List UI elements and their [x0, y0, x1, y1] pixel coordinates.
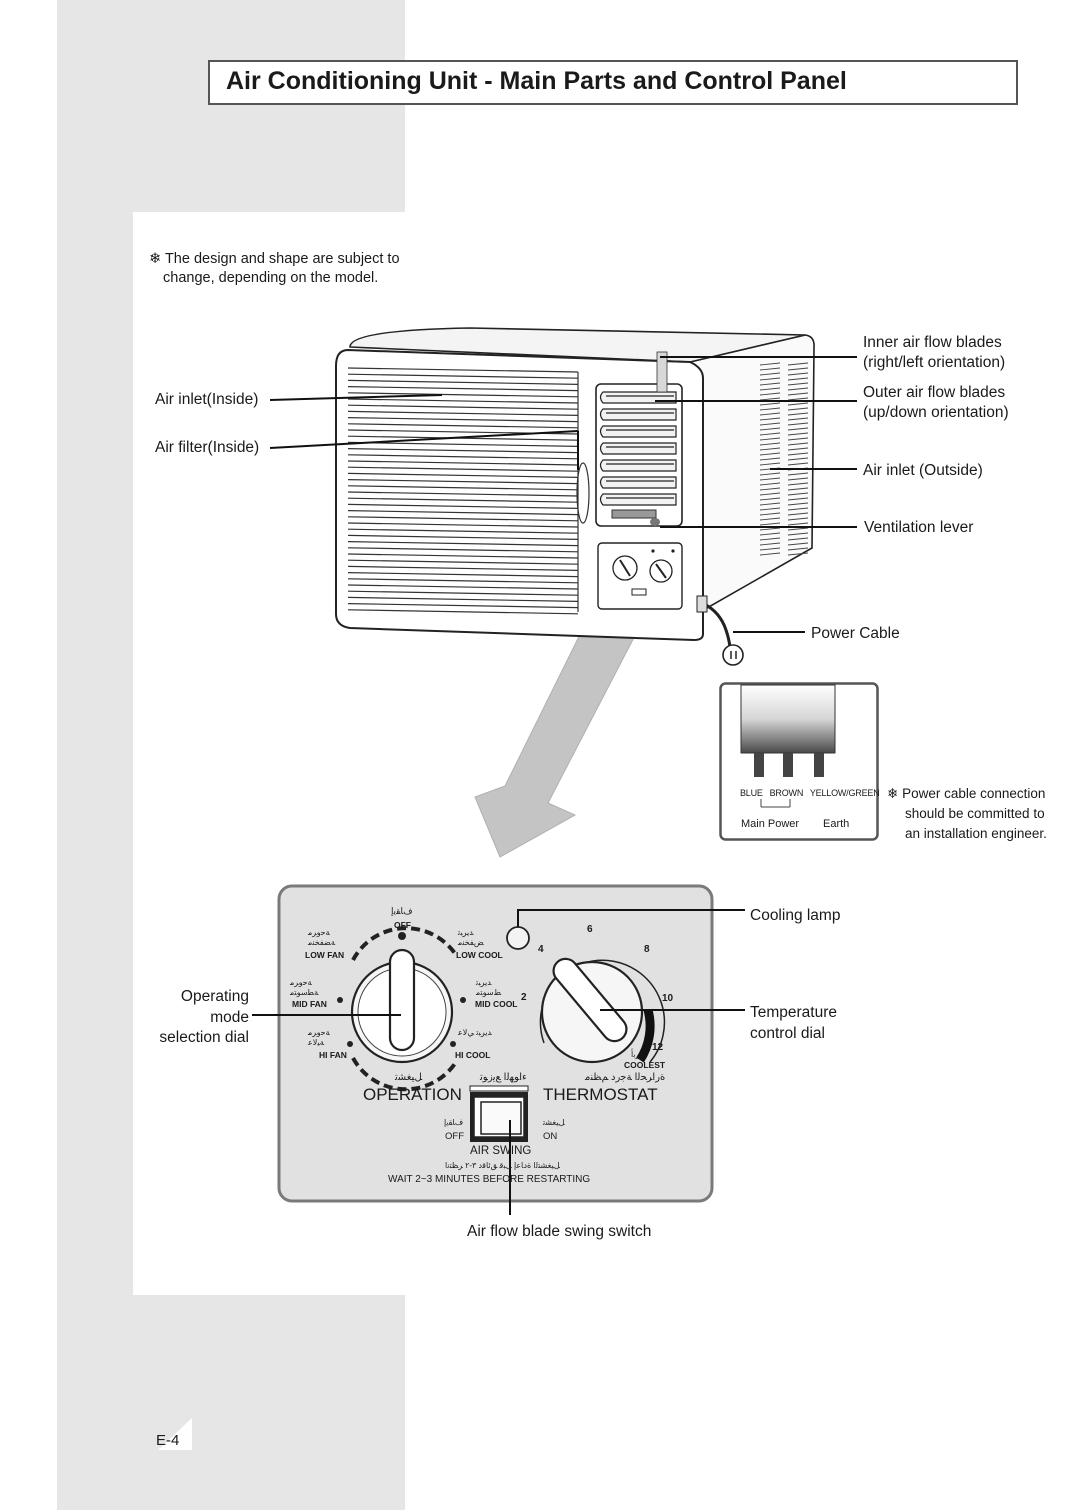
thermostat-tick-12: 12 [652, 1042, 664, 1053]
arabic-wait-label: ﻞﻴﻐﺸﺘﻟﺍ ﺓﺩﺎﻋﺇ ﻞﺒﻗ ﻖﺋﺎﻗﺩ ٣-٢ ﺮﻈﺘﻧﺍ [445, 1161, 560, 1170]
arabic-switch-off-label: ﻑﺎﻘﻳﺇ [444, 1118, 464, 1127]
wire-earth-label: YELLOW/GREEN [809, 788, 880, 798]
label-outer-blades: Outer air flow blades (up/down orientati… [863, 384, 1009, 421]
thermostat-tick-4: 4 [538, 944, 544, 955]
fan-icons [337, 997, 466, 1047]
label-power-cable: Power Cable [811, 625, 900, 642]
front-grille [347, 367, 579, 615]
title-box [208, 60, 1018, 105]
coolest-label: COOLEST [624, 1060, 666, 1070]
background-band-top [57, 0, 405, 212]
arrow-to-panel [474, 597, 641, 858]
main-power-label: Main Power [741, 818, 800, 830]
mid-cool-label: MID COOL [475, 999, 518, 1009]
arabic-operation-label: ﻞﻴﻐﺸﺗ [395, 1072, 423, 1083]
arabic-air-distribution-label: ﺀﺍﻮﻬﻟﺍ ﻊﻳﺯﻮﺗ [480, 1072, 527, 1083]
label-cooling-lamp: Cooling lamp [750, 907, 841, 924]
label-temperature-dial: Temperature control dial [750, 1004, 838, 1042]
thermostat-tick-6: 6 [587, 924, 593, 935]
background-band-left [57, 212, 133, 1295]
cooling-lamp [506, 926, 530, 950]
thermostat-label: THERMOSTAT [543, 1085, 658, 1104]
wire-labels: BLUE BROWN YELLOW/GREEN [740, 788, 880, 798]
switch-on-label: ON [543, 1131, 558, 1142]
plug-pin-blue [754, 753, 764, 777]
background-band-bottom [57, 1295, 405, 1510]
side-air-inlet-louvres [759, 362, 809, 556]
label-air-filter-inside: Air filter(Inside) [155, 439, 260, 456]
page-number: E-4 [156, 1432, 180, 1449]
plug-body [740, 684, 836, 754]
inner-air-flow-blades [656, 351, 668, 393]
wire-brown-label: BROWN [769, 788, 804, 798]
arabic-switch-on-label: ﻞﻴﻐﺸﺗ [543, 1118, 565, 1127]
thermostat-tick-2: 2 [521, 992, 527, 1003]
snowflake-icon: ❄ [149, 251, 162, 267]
cabinet-top [349, 327, 806, 363]
label-ventilation-lever: Ventilation lever [864, 519, 974, 536]
arabic-low-cool-label: ﺪﻳﺮﺒﺗ ﺾﻔﺨﻨﻣ [458, 928, 484, 947]
outer-air-flow-blades [599, 391, 677, 506]
cabinet-side [689, 334, 815, 614]
plug-pin-earth [814, 753, 824, 777]
off-label: OFF [394, 920, 411, 930]
label-air-inlet-inside: Air inlet(Inside) [155, 391, 259, 408]
design-note: ❄ The design and shape are subject to ch… [149, 250, 400, 288]
arabic-low-fan-label: ﺔﺣﻭﺮﻣ ﺔﻀﻔﺨﻨﻣ [308, 928, 336, 947]
design-note-line-2: change, depending on the model. [163, 270, 379, 286]
label-air-inlet-outside: Air inlet (Outside) [863, 462, 983, 479]
hi-cool-label: HI COOL [455, 1050, 491, 1060]
mid-fan-label: MID FAN [292, 999, 327, 1009]
snowflake-icon: ❄ [887, 786, 899, 801]
low-fan-label: LOW FAN [305, 950, 345, 960]
temperature-dial-knob [552, 957, 628, 1043]
label-swing-switch: Air flow blade swing switch [467, 1223, 652, 1240]
plug-pin-brown [783, 753, 793, 777]
operating-dial-knob [388, 948, 416, 1052]
thermostat-tick-10: 10 [662, 993, 674, 1004]
plug-detail [719, 682, 879, 841]
design-note-line-1: The design and shape are subject to [164, 251, 400, 267]
arabic-hi-cool-label: ﺪﻳﺮﺒﺗ ﻲﻟﺎﻋ [458, 1028, 492, 1037]
arabic-thermostat-label: ﺓﺭﺍﺮﺤﻟﺍ ﺔﺟﺭﺩ ﻢﻈﻨﻣ [585, 1072, 666, 1083]
air-swing-label: AIR SWING [470, 1145, 532, 1157]
arabic-off-label: ﻑﺎﻘﻳﺇ [391, 906, 413, 916]
operation-label: OPERATION [363, 1085, 462, 1104]
thermostat-tick-8: 8 [644, 944, 650, 955]
label-operating-mode-dial: Operating mode selection dial [159, 988, 249, 1046]
power-cable-note: ❄ Power cable connection should be commi… [887, 786, 1047, 841]
hi-fan-label: HI FAN [319, 1050, 347, 1060]
arabic-coolest-label: ﺩﺮﺑﺃ [631, 1050, 644, 1059]
arabic-mid-cool-label: ﺪﻳﺮﺒﺗ ﻂﺳﻮﺘﻣ [476, 978, 502, 997]
label-inner-blades: Inner air flow blades (right/left orient… [863, 334, 1006, 371]
page-title: Air Conditioning Unit - Main Parts and C… [226, 67, 847, 95]
low-cool-label: LOW COOL [456, 950, 503, 960]
page-number-triangle [158, 1418, 192, 1450]
arabic-mid-fan-label: ﺔﺣﻭﺮﻣ ﺔﻄﺳﻮﺘﻣ [290, 978, 319, 997]
earth-label: Earth [823, 818, 850, 830]
ventilation-lever [611, 509, 657, 519]
wait-label: WAIT 2~3 MINUTES BEFORE RESTARTING [388, 1174, 591, 1185]
switch-off-label: OFF [445, 1131, 464, 1142]
arabic-hi-fan-label: ﺔﺣﻭﺮﻣ ﺔﻴﻟﺎﻋ [308, 1028, 330, 1047]
cable-plug-end [722, 644, 744, 666]
wire-blue-label: BLUE [740, 788, 763, 798]
grille-grip [576, 462, 590, 524]
